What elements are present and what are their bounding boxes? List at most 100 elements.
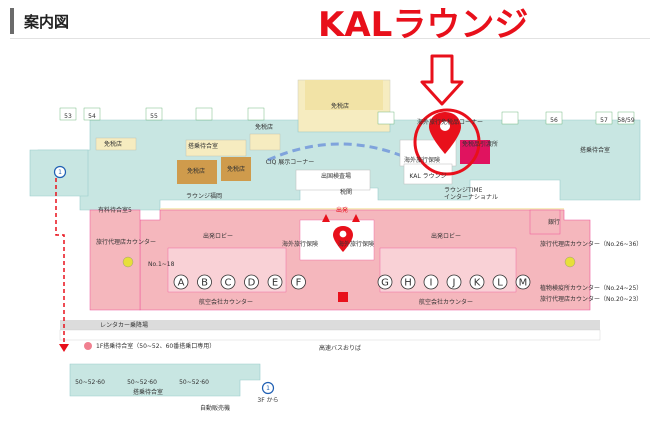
counter-c-label: C bbox=[225, 278, 232, 289]
boarding-waiting-left-label: 搭乗待合室 bbox=[188, 142, 218, 150]
lower-boarding-area bbox=[69, 363, 261, 397]
lower-waiting-label: 搭乗待合室 bbox=[133, 388, 163, 396]
duty-free-left-label: 免税店 bbox=[104, 140, 122, 148]
counter-g-label: G bbox=[381, 278, 389, 289]
rental-car-label: レンタカー乗降場 bbox=[100, 321, 148, 329]
gate-box bbox=[617, 111, 635, 125]
kal-lounge-callout: KALラウンジ bbox=[318, 5, 529, 45]
counter-e-circle bbox=[267, 274, 283, 290]
plant-quarantine-label: 植物検疫所カウンター（No.24~25） bbox=[540, 284, 642, 292]
counter-c-circle bbox=[220, 274, 236, 290]
insurance2-label: 海外旅行保険 bbox=[338, 240, 374, 248]
counter-a-circle bbox=[173, 274, 189, 290]
counter-j-label: J bbox=[452, 278, 456, 289]
gate-box bbox=[377, 111, 395, 125]
bank-block bbox=[529, 209, 561, 235]
travel-agency-20-23-label: 旅行代理店カウンター（No.20~23） bbox=[540, 295, 642, 303]
duty-free-top-label: 免税店 bbox=[331, 102, 349, 110]
counter-d-circle bbox=[244, 274, 259, 290]
map-pin-icon-kal bbox=[429, 112, 461, 154]
overseas-sales-label: 海外旅行保険 bbox=[404, 156, 440, 164]
legend-dot bbox=[84, 342, 92, 350]
gate-box bbox=[83, 107, 101, 121]
info-counter-icon bbox=[338, 292, 348, 302]
gate-55-label: 55 bbox=[150, 113, 158, 120]
duty-free-right-label: 免税店 bbox=[255, 123, 273, 131]
ciq-label: CIQ 展示コーナー bbox=[266, 159, 315, 166]
gate-53-label: 53 bbox=[64, 113, 72, 120]
duty-free-box-left bbox=[95, 137, 137, 151]
counter-h-circle bbox=[400, 274, 416, 290]
legend-1f-label: 1F搭乗待合室（50~52、60番搭乗口専用） bbox=[96, 342, 215, 350]
counter-k-circle bbox=[469, 274, 485, 290]
gate-box bbox=[195, 107, 213, 121]
counter-i-circle bbox=[423, 274, 439, 290]
lounge-time-label: ラウンジTIME インターナショナル bbox=[444, 186, 498, 201]
counter-e-label: E bbox=[272, 278, 278, 289]
duty-free-box-right bbox=[249, 133, 281, 151]
gate-box bbox=[59, 107, 77, 121]
gate-box bbox=[145, 107, 163, 121]
gate-box bbox=[545, 111, 563, 125]
gate-box bbox=[595, 111, 613, 125]
departure-arrows bbox=[322, 214, 360, 222]
bus-lane bbox=[59, 329, 601, 341]
boarding-waiting-right-label: 搭乗待合室 bbox=[580, 146, 610, 154]
counter-m-circle bbox=[515, 274, 531, 290]
immigration-box bbox=[295, 169, 371, 191]
gate-box bbox=[247, 107, 265, 121]
counter-f-circle bbox=[291, 274, 306, 290]
counter-k-label: K bbox=[474, 278, 481, 289]
elevator-1-icon bbox=[261, 381, 275, 395]
from-3f-label: 3F から bbox=[257, 397, 278, 404]
counter-l-label: L bbox=[497, 278, 503, 289]
counter-l-circle bbox=[492, 274, 508, 290]
down-arrow-icon bbox=[420, 54, 464, 106]
departure-lobby-left-label: 出発ロビー bbox=[203, 232, 233, 240]
travel-agency-right-label: 旅行代理店カウンター（No.26~36） bbox=[540, 240, 642, 248]
gates-label-2: 50~52·60 bbox=[127, 379, 157, 386]
up-arrow-icon bbox=[322, 214, 330, 222]
duty-free-pickup-label: 免税品引渡所 bbox=[462, 140, 498, 148]
route-arrow-icon bbox=[59, 344, 69, 352]
gate-57-label: 57 bbox=[600, 117, 608, 124]
center-top-inner bbox=[305, 80, 383, 110]
gate-5859-label: 58/59 bbox=[617, 117, 634, 124]
info-icon bbox=[122, 256, 134, 268]
no-1-18-label: No.1~18 bbox=[148, 261, 175, 268]
vending-label: 自動販売機 bbox=[200, 404, 230, 412]
counter-h-label: H bbox=[404, 278, 412, 289]
lounge-time-line: インターナショナル bbox=[444, 193, 498, 201]
map-pin-icon-center bbox=[333, 226, 353, 252]
lounge-fukuoka-label: ラウンジ福岡 bbox=[186, 192, 222, 200]
counter-b-circle bbox=[197, 274, 212, 290]
rental-car-lane bbox=[60, 320, 600, 330]
airline-counter-right-label: 航空会社カウンター bbox=[419, 298, 473, 306]
section-header: 案内図 bbox=[10, 6, 650, 39]
duty-free-center2-label: 免税店 bbox=[227, 165, 245, 173]
route-line bbox=[55, 178, 65, 344]
counter-d-label: D bbox=[248, 278, 256, 289]
lounge-time-line: ラウンジTIME bbox=[444, 186, 483, 194]
header-accent-bar bbox=[10, 8, 14, 34]
counter-g-circle bbox=[377, 274, 393, 290]
highlight-circle bbox=[413, 108, 481, 176]
counter-m-label: M bbox=[519, 278, 528, 289]
duty-free-shop-2 bbox=[221, 157, 251, 181]
departure-lobby-right-label: 出発ロビー bbox=[431, 232, 461, 240]
customs-label: 税関 bbox=[340, 188, 352, 196]
bank-label: 銀行 bbox=[548, 218, 560, 226]
counter-i-label: I bbox=[430, 278, 433, 289]
counter-b-label: B bbox=[201, 278, 208, 289]
upper-concourse bbox=[37, 119, 641, 211]
counter-f-label: F bbox=[296, 278, 302, 289]
duty-free-corner-label: 海外旅行免税品コーナー bbox=[417, 118, 483, 126]
immigration-label: 出国検査場 bbox=[321, 172, 351, 180]
info-icon bbox=[564, 256, 576, 268]
elevator-1-icon bbox=[53, 165, 67, 179]
travel-agency-left-label: 旅行代理店カウンター bbox=[96, 238, 156, 246]
duty-free-center1-label: 免税店 bbox=[187, 167, 205, 175]
airline-counter-left-label: 航空会社カウンター bbox=[199, 298, 253, 306]
page-title: 案内図 bbox=[24, 13, 70, 31]
